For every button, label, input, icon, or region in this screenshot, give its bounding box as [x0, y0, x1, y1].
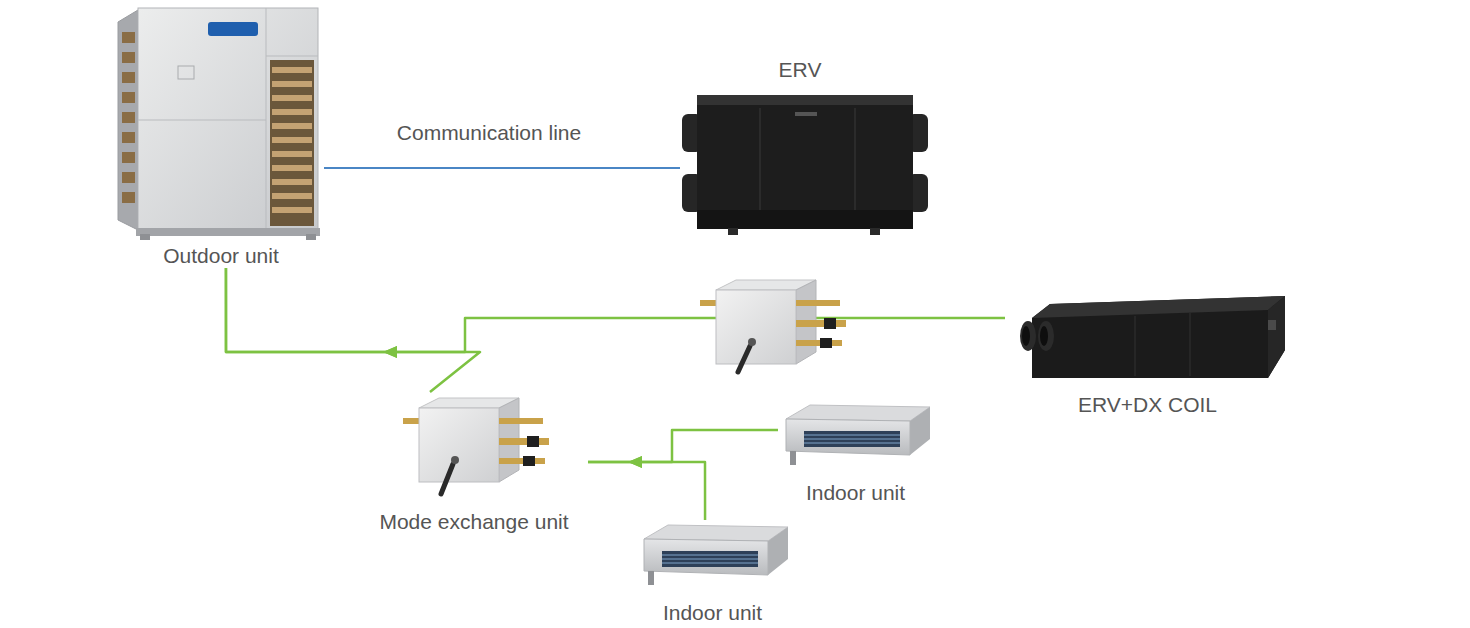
refrigerant-pipe [226, 268, 1005, 352]
refrigerant-pipe [588, 430, 778, 462]
indoor-unit-illustration [786, 405, 930, 465]
unit-label: Indoor unit [663, 601, 762, 625]
mode-exchange-unit: Mode exchange unit [360, 392, 588, 534]
refrigerant-pipe-group [588, 456, 705, 520]
refrigerant-pipe [226, 268, 480, 392]
erv-dx-coil-unit: ERV+DX COIL [1005, 285, 1290, 417]
erv-illustration [682, 95, 928, 235]
mode-exchange-unit-illustration [403, 398, 549, 494]
outdoor-unit: Outdoor unit [118, 0, 324, 268]
indoor-unit: Indoor unit [778, 400, 933, 505]
unit-label: ERV+DX COIL [1078, 393, 1217, 417]
arrow-head [628, 456, 642, 468]
indoor-unit: Indoor unit [635, 520, 790, 625]
unit-label: Mode exchange unit [379, 510, 568, 534]
indoor-unit-illustration [644, 525, 788, 585]
erv-unit: ERV [680, 58, 920, 236]
outdoor-unit-illustration [118, 8, 320, 240]
mode-exchange-unit-illustration [700, 280, 846, 372]
refrigerant-pipe-group [226, 268, 480, 392]
communication-line [324, 167, 680, 169]
refrigerant-pipe-group [226, 268, 1005, 358]
arrow-head [628, 456, 642, 468]
communication-line-group [324, 168, 680, 169]
connector-label: Communication line [397, 121, 581, 145]
erv-dx-coil-illustration [1020, 296, 1285, 378]
unit-label: Indoor unit [806, 481, 905, 505]
unit-label: Outdoor unit [163, 244, 279, 268]
unit-label: ERV [779, 58, 822, 82]
arrow-head [383, 346, 397, 358]
refrigerant-pipe [588, 462, 705, 520]
arrow-head [383, 346, 397, 358]
